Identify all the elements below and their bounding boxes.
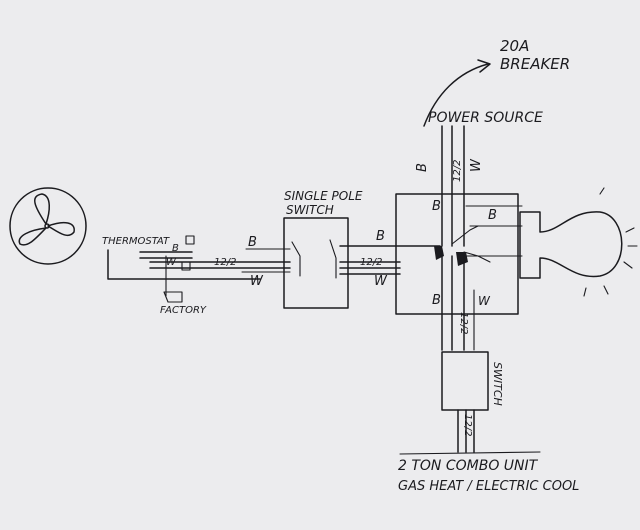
wire-mark-black: B [488, 208, 497, 223]
breaker-arrow [423, 59, 491, 127]
wire-mark-white: W [469, 158, 484, 172]
wire-mark-cable: 12/2 [360, 257, 382, 268]
wire-mark-white: W [374, 274, 388, 289]
wire-mark-cable: 12/2 [458, 312, 469, 334]
junction-box [395, 193, 523, 315]
thermostat [107, 235, 261, 303]
single-pole-switch-label-line-2: SWITCH [286, 203, 334, 217]
wire-mark-black: B [172, 243, 179, 254]
cable-switch-to-junction [339, 245, 441, 275]
wire-mark-white: W [250, 274, 264, 289]
power-source-label: POWER SOURCE [428, 110, 543, 126]
power-source-cable [441, 125, 491, 263]
disconnect-switch-box [441, 351, 489, 411]
cable-thermostat-to-switch [149, 248, 291, 273]
wire-mark-black: B [432, 199, 441, 214]
breaker-label-line-1: 20A [500, 37, 529, 55]
wire-mark-black: B [415, 163, 430, 172]
wire-connector-white [456, 252, 468, 266]
wire-mark-cable: 12/2 [462, 414, 473, 436]
breaker-label-line-2: BREAKER [500, 55, 570, 73]
single-pole-switch-label-line-1: SINGLE POLE [284, 189, 363, 203]
wire-mark-black: B [376, 229, 385, 244]
wire-mark-black: B [432, 293, 441, 308]
fan-icon [9, 187, 87, 265]
wire-mark-cable: 12/2 [452, 160, 463, 182]
wire-mark-white: W [478, 294, 491, 308]
combo-unit-label-line-1: 2 TON COMBO UNIT [398, 458, 539, 474]
thermostat-label: THERMOSTAT [102, 236, 170, 247]
factory-label: FACTORY [160, 305, 207, 316]
wire-mark-black: B [248, 235, 257, 250]
wire-mark-white: W [166, 257, 177, 268]
cable-switch-box-to-unit [399, 409, 541, 455]
switch-box-label: SWITCH [491, 362, 504, 406]
cable-junction-to-switch-box [441, 255, 475, 351]
wire-mark-cable: 12/2 [214, 257, 236, 268]
single-pole-switch [283, 217, 349, 309]
light-fixture-icon [519, 187, 638, 297]
combo-unit-label-line-2: GAS HEAT / ELECTRIC COOL [398, 479, 579, 494]
